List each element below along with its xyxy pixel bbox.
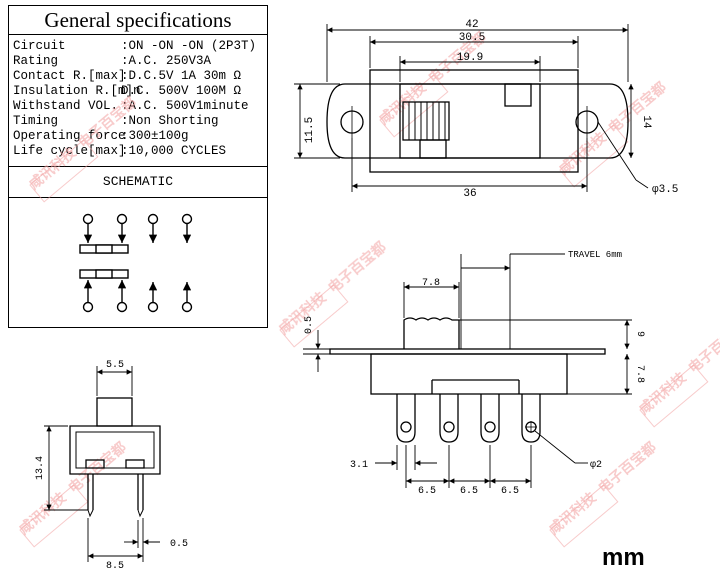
spec-value: :300±100g: [121, 129, 189, 143]
dim-side-height: 13.4: [35, 456, 46, 480]
watermark-text: 咸讯科技 电子百宝都: [16, 439, 131, 539]
dim-actuator: 7.8: [422, 278, 440, 289]
spec-row-rating: Rating :A.C. 250V3A: [13, 54, 211, 69]
dim-side-width: 8.5: [106, 561, 124, 572]
spec-key: Contact R.[max]: [13, 69, 126, 83]
spec-key: Operating force: [13, 129, 126, 143]
dim-height: 11.5: [304, 117, 316, 143]
top-view-dimensions: [294, 24, 649, 192]
dim-hole-pitch-v: 14: [640, 115, 652, 129]
dim-overall: 42: [465, 19, 478, 31]
spec-row-force: Operating force:300±100g: [13, 129, 189, 144]
dim-pitch-3: 6.5: [501, 486, 519, 497]
spec-key: Insulation R.[m]n: [13, 84, 141, 98]
front-view-labels: TRAVEL 6mm 7.8 0.5 9 7.8 3.1 6.5 6.5 6.5…: [304, 250, 645, 497]
spec-row-withstand: Withstand VOL.:A.C. 500V1minute: [13, 99, 249, 114]
top-view-labels: 42 30.5 19.9 36 11.5 14 φ3.5: [304, 19, 678, 200]
spec-value: :10,000 CYCLES: [121, 144, 227, 158]
dim-pin-w: 3.1: [350, 460, 368, 471]
spec-key: Circuit: [13, 39, 66, 53]
spec-value: :A.C. 500V1minute: [121, 99, 249, 113]
spec-key: Timing: [13, 114, 59, 128]
dim-actuator-w: 5.5: [106, 360, 124, 371]
spec-row-timing: Timing :Non Shorting: [13, 114, 219, 129]
spec-key: Withstand VOL.: [13, 99, 119, 113]
watermark-text: 咸讯科技 电子百宝都: [556, 79, 671, 179]
dim-body: 30.5: [459, 32, 485, 44]
front-view-dimensions: [303, 253, 632, 488]
spec-row-circuit: Circuit :ON -ON -ON (2P3T): [13, 39, 256, 54]
dim-hole-dia: φ3.5: [652, 184, 678, 196]
spec-value: :A.C. 250V3A: [121, 54, 212, 68]
dim-pitch-1: 6.5: [418, 486, 436, 497]
spec-title: General specifications: [8, 5, 268, 35]
spec-value: D.C. 500V 100M Ω: [121, 84, 242, 98]
dim-pin-hole: φ2: [590, 460, 602, 471]
watermark-text: 咸讯科技 电子百宝都: [636, 319, 720, 419]
side-view-dimensions: [44, 366, 160, 562]
dim-flange: 0.5: [304, 316, 315, 334]
side-view-drawing: [69, 397, 161, 518]
unit-label: mm: [602, 544, 645, 571]
dim-travel: TRAVEL 6mm: [568, 250, 622, 260]
spec-row-life: Life cycle[max]:10,000 CYCLES: [13, 144, 226, 159]
schematic-diagram: [79, 213, 193, 313]
spec-key: Rating: [13, 54, 59, 68]
dim-slot: 19.9: [457, 52, 483, 64]
spec-key: Life cycle[max]: [13, 144, 126, 158]
dim-body-h: 7.8: [634, 365, 645, 383]
spec-value: :ON -ON -ON (2P3T): [121, 39, 257, 53]
watermark-text: 咸讯科技 电子百宝都: [26, 94, 141, 194]
spec-value: :D.C.5V 1A 30m Ω: [121, 69, 242, 83]
dim-pin-thickness: 0.5: [170, 539, 188, 550]
dim-actuator-h: 9: [634, 331, 645, 337]
front-view-drawing: [329, 317, 606, 443]
side-view-labels: 5.5 13.4 8.5 0.5: [35, 360, 188, 572]
watermark-text: 咸讯科技 电子百宝都: [276, 239, 391, 339]
dim-pitch-2: 6.5: [460, 486, 478, 497]
spec-row-insulation: Insulation R.[m]nD.C. 500V 100M Ω: [13, 84, 241, 99]
dim-base: 36: [463, 188, 476, 200]
spec-value: :Non Shorting: [121, 114, 219, 128]
schematic-title: SCHEMATIC: [8, 166, 268, 198]
spec-row-contact: Contact R.[max]:D.C.5V 1A 30m Ω: [13, 69, 241, 84]
